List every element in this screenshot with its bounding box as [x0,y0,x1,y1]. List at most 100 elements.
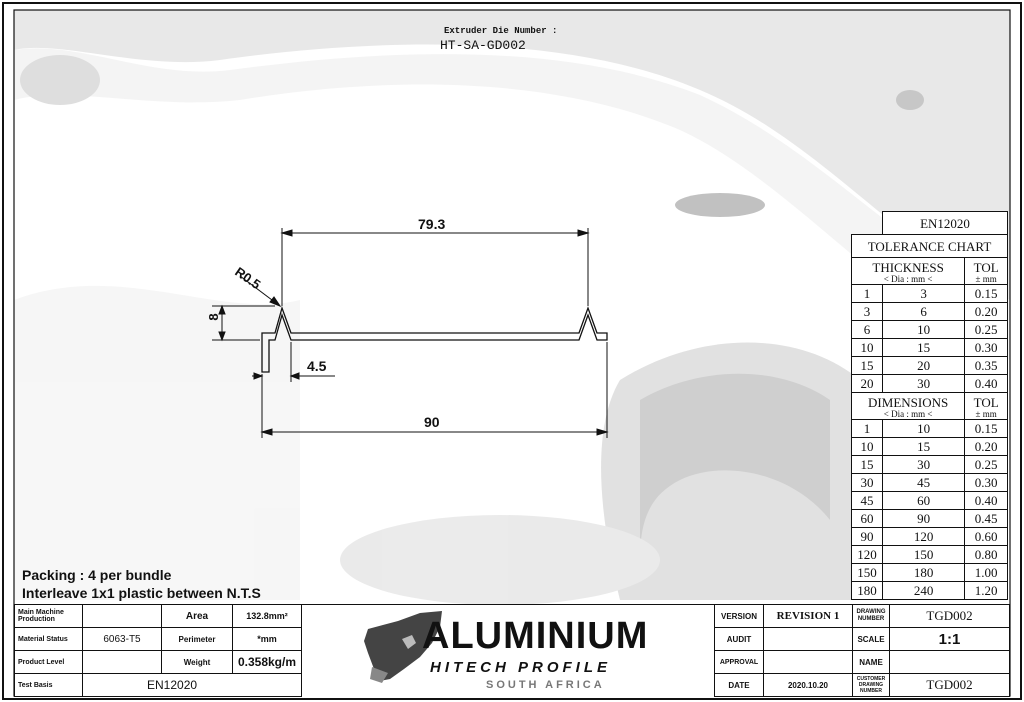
thickness-from-cell: 20 [851,374,883,393]
perimeter-value: *mm [232,627,302,651]
dimensions-to-cell: 45 [881,473,966,492]
dimensions-header: DIMENSIONS [868,394,949,410]
tol-unit-2: ± mm [975,408,997,419]
dimensions-tol-cell: 0.15 [964,419,1008,438]
interleave-note: Interleave 1x1 plastic between N.T.S [22,585,261,601]
thickness-tol-cell: 0.35 [964,356,1008,375]
drawing-number-value: TGD002 [889,604,1010,628]
customer-number-label: CUSTOMER DRAWING NUMBER [852,673,890,697]
dim-small-label: 4.5 [307,358,327,374]
tolerance-chart: EN12020 TOLERANCE CHART THICKNESS< Dia :… [850,211,1008,600]
logo-region-text: SOUTH AFRICA [486,679,605,691]
material-status-label: Material Status [14,627,83,651]
dimensions-from-cell: 180 [851,581,883,600]
tolerance-standard: EN12020 [882,211,1008,235]
profile-outline [261,305,608,373]
customer-number-value: TGD002 [889,673,1010,697]
thickness-from-cell: 10 [851,338,883,357]
die-number-label: Extruder Die Number : [444,26,558,36]
dimensions-tol-cell: 0.20 [964,437,1008,456]
scale-value: 1:1 [889,627,1010,651]
area-value: 132.8mm² [232,604,302,628]
area-label: Area [161,604,233,628]
audit-label: AUDIT [714,627,764,651]
dimensions-to-cell: 180 [881,563,966,582]
thickness-header: THICKNESS [872,259,944,275]
dimensions-tol-cell: 0.25 [964,455,1008,474]
dimensions-unit: < Dia : mm < [883,408,933,419]
dimensions-to-cell: 15 [881,437,966,456]
thickness-from-cell: 15 [851,356,883,375]
thickness-from-cell: 6 [851,320,883,339]
dimensions-to-cell: 30 [881,455,966,474]
dimensions-to-cell: 60 [881,491,966,510]
test-basis-label: Test Basis [14,673,83,697]
dimensions-to-cell: 240 [881,581,966,600]
tol-unit: ± mm [975,273,997,284]
dim-top-label: 79.3 [418,216,446,232]
logo-main-text: ALUMINIUM [422,615,649,657]
thickness-unit: < Dia : mm < [883,273,933,284]
drawing-number-label: DRAWING NUMBER [852,604,890,628]
dimensions-to-cell: 120 [881,527,966,546]
thickness-to-cell: 30 [881,374,966,393]
thickness-tol-cell: 0.15 [964,284,1008,303]
dim-total-label: 90 [424,414,440,430]
dimensions-tol-cell: 0.30 [964,473,1008,492]
tol-header: TOL [973,259,999,275]
product-level-label: Product Level [14,650,83,674]
thickness-tol-cell: 0.30 [964,338,1008,357]
material-block: Main Machine Production Area 132.8mm² Ma… [14,604,302,697]
south-africa-map-icon [364,611,442,683]
dimensions-to-cell: 90 [881,509,966,528]
dimensions-from-cell: 15 [851,455,883,474]
revision-block: VERSION REVISION 1 DRAWING NUMBER TGD002… [714,604,1010,697]
dimensions-from-cell: 150 [851,563,883,582]
dimensions-tol-cell: 0.40 [964,491,1008,510]
thickness-to-cell: 20 [881,356,966,375]
dimension-lines [212,228,609,438]
dimensions-from-cell: 45 [851,491,883,510]
dimensions-to-cell: 150 [881,545,966,564]
dimensions-from-cell: 1 [851,419,883,438]
thickness-to-cell: 6 [881,302,966,321]
logo-sub-text: HITECH PROFILE [430,659,612,676]
perimeter-label: Perimeter [161,627,233,651]
name-label: NAME [852,650,890,674]
material-value: 6063-T5 [82,627,162,651]
date-label: DATE [714,673,764,697]
dimensions-tol-cell: 1.00 [964,563,1008,582]
dimensions-to-cell: 10 [881,419,966,438]
dimensions-tol-cell: 1.20 [964,581,1008,600]
company-logo: ALUMINIUM HITECH PROFILE SOUTH AFRICA [302,604,714,697]
dimensions-tol-cell: 0.60 [964,527,1008,546]
dimensions-tol-cell: 0.80 [964,545,1008,564]
thickness-from-cell: 1 [851,284,883,303]
weight-value: 0.358kg/m [232,650,302,674]
thickness-to-cell: 10 [881,320,966,339]
die-number: HT-SA-GD002 [440,38,526,53]
thickness-from-cell: 3 [851,302,883,321]
dim-height-label: 8 [206,313,221,320]
approval-label: APPROVAL [714,650,764,674]
dimensions-from-cell: 30 [851,473,883,492]
thickness-tol-cell: 0.40 [964,374,1008,393]
weight-label: Weight [161,650,233,674]
background-watermark [14,10,1010,605]
date-value: 2020.10.20 [763,673,853,697]
packing-note: Packing : 4 per bundle [22,567,172,583]
